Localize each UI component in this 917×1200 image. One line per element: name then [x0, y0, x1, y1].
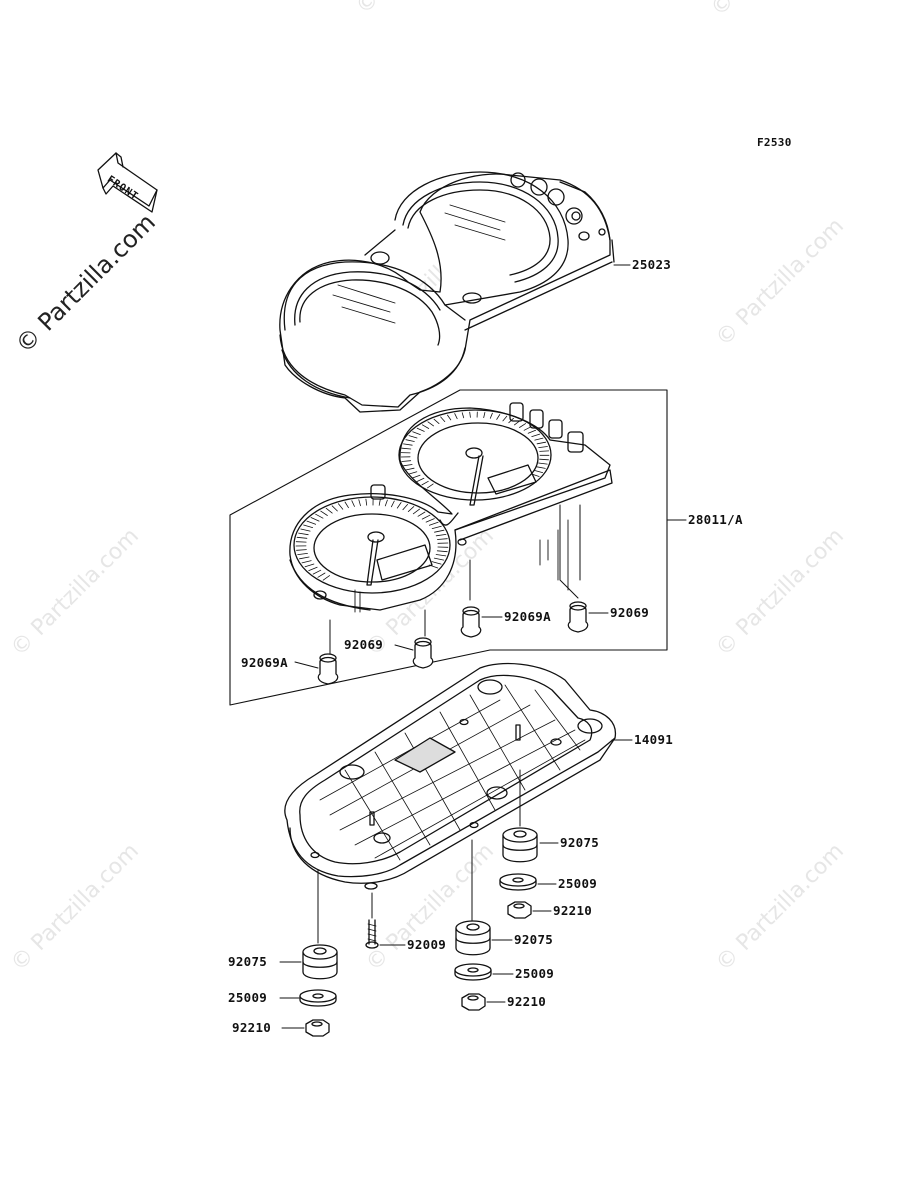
part-label-washer: 25009	[228, 990, 268, 1005]
part-label-bulb: 92069	[344, 637, 384, 652]
meter-assy-bracket	[229, 389, 668, 706]
rubber-damper	[455, 920, 491, 956]
bulb-icon	[317, 653, 339, 685]
screw	[365, 919, 379, 949]
nut	[507, 901, 532, 919]
washer	[299, 989, 337, 1007]
front-arrow-icon	[97, 152, 158, 213]
part-label-meter-cover: 25023	[632, 257, 672, 272]
washer	[454, 963, 492, 981]
part-label-damper: 92075	[560, 835, 600, 850]
meter-cover	[279, 171, 615, 413]
part-label-screw: 92009	[407, 937, 447, 952]
bulb-icon	[412, 637, 434, 669]
rubber-damper	[302, 944, 338, 980]
tach-tick-marks	[295, 411, 550, 581]
bulb-icon	[460, 606, 482, 638]
part-label-nut: 92210	[553, 903, 593, 918]
part-label-damper: 92075	[514, 932, 554, 947]
part-label-nut: 92210	[507, 994, 547, 1009]
part-label-damper: 92075	[228, 954, 268, 969]
bulb-icon	[567, 601, 589, 633]
part-label-bulb-a: 92069A	[504, 609, 551, 624]
nut	[461, 993, 486, 1011]
part-label-lower-case: 14091	[634, 732, 674, 747]
part-label-bulb-a: 92069A	[241, 655, 288, 670]
part-label-washer: 25009	[558, 876, 598, 891]
part-label-bulb: 92069	[610, 605, 650, 620]
rubber-damper	[502, 827, 538, 863]
meter-assembly	[289, 402, 613, 613]
part-label-meter-assy: 28011/A	[688, 512, 743, 527]
washer	[499, 873, 537, 891]
part-label-washer: 25009	[515, 966, 555, 981]
figure-code: F2530	[757, 136, 792, 149]
nut	[305, 1019, 330, 1037]
lower-case	[284, 662, 617, 890]
part-label-nut: 92210	[232, 1020, 272, 1035]
